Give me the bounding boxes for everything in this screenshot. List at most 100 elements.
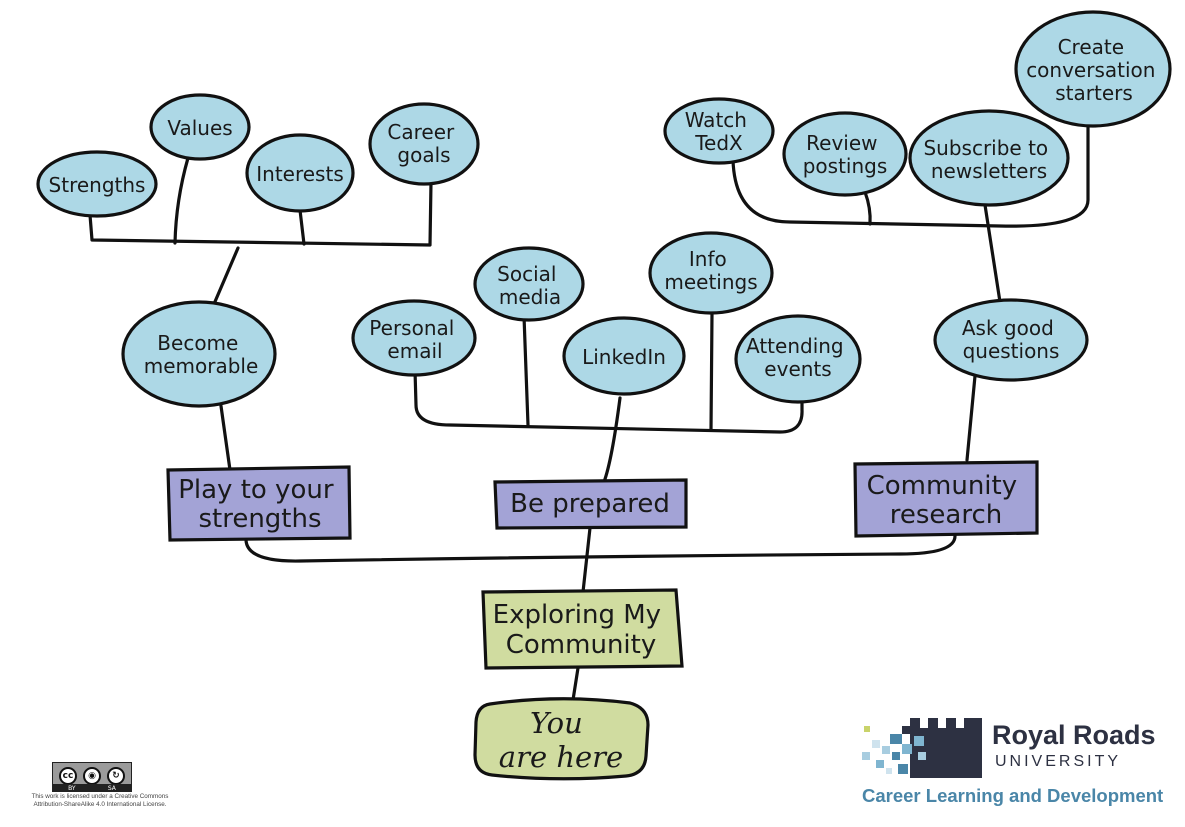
node-strengths: Strengths: [36, 150, 158, 218]
node-label: Review postings: [803, 131, 888, 178]
node-label: Subscribe to newsletters: [923, 136, 1054, 183]
node-label: Interests: [256, 162, 344, 186]
connector-memorable-hub: [212, 246, 240, 306]
node-label: Become memorable: [144, 331, 259, 378]
node-label: Social media: [497, 262, 563, 309]
logo-name: Royal Roads: [992, 720, 1156, 750]
branch-line: Be prepared: [510, 489, 670, 519]
node-line: memorable: [144, 354, 259, 378]
node-career-goals: Career goals: [368, 102, 480, 186]
node-label: Values: [167, 116, 232, 140]
node-line: postings: [803, 154, 888, 178]
diagram-nodes: You are here Exploring My Community Play…: [36, 10, 1172, 781]
node-personal-email: Personal email: [351, 299, 477, 377]
branch-line: strengths: [198, 504, 321, 534]
connector-interests: [298, 208, 306, 246]
branch-label: Play to your strengths: [178, 475, 342, 534]
connector-center-hub: [581, 526, 592, 594]
license-text: This work is licensed under a Creative C…: [31, 793, 169, 808]
connector-play-leaves-bar: [88, 180, 433, 247]
logo-department: Career Learning and Development: [862, 785, 1164, 806]
node-line: Career: [387, 120, 455, 144]
node-ask-good-questions: Ask good questions: [933, 298, 1089, 382]
node-label: Create conversation starters: [1026, 35, 1162, 105]
branch-line: Play to your: [178, 475, 334, 505]
root-label: You are here: [499, 706, 623, 774]
connector-prepared-leaves-bar: [413, 368, 804, 434]
node-interests: Interests: [245, 133, 355, 213]
node-subscribe-to-newsletters: Subscribe to newsletters: [908, 109, 1070, 207]
branch-line: research: [890, 500, 1002, 530]
node-label: LinkedIn: [582, 345, 666, 369]
node-line: starters: [1055, 81, 1133, 105]
branch-label: Be prepared: [510, 489, 670, 519]
node-label: Strengths: [49, 173, 146, 197]
node-create-conversation-starters: Create conversation starters: [1014, 10, 1172, 128]
branch-line: Community: [867, 471, 1017, 501]
node-line: Info: [689, 247, 727, 271]
node-attending-events: Attending events: [734, 314, 862, 404]
node-label: Watch TedX: [685, 108, 754, 155]
node-line: events: [764, 357, 831, 381]
node-label: Career goals: [387, 120, 460, 167]
connector-prepared-linkedin: [602, 396, 622, 484]
node-line: TedX: [694, 131, 743, 155]
node-line: email: [387, 339, 442, 363]
root-line: You: [530, 706, 583, 740]
connector-info-meetings: [709, 312, 714, 432]
root-you-are-here: You are here: [473, 697, 650, 781]
node-line: Social: [497, 262, 556, 286]
connector-branches-bar: [244, 534, 957, 563]
node-label: Ask good questions: [962, 316, 1060, 363]
cc-term-by: BY: [68, 784, 76, 792]
center-exploring-my-community: Exploring My Community: [481, 588, 684, 670]
node-label: Info meetings: [664, 247, 757, 294]
cc-term-sa: SA: [107, 784, 116, 792]
root-line: are here: [499, 740, 623, 774]
royal-roads-logo-mark: [862, 718, 982, 778]
node-line: Watch: [685, 108, 747, 132]
node-label: Attending events: [746, 334, 850, 381]
node-line: Create: [1058, 35, 1124, 59]
branch-be-prepared: Be prepared: [493, 478, 688, 530]
node-values: Values: [149, 93, 251, 161]
cc-badge-terms: BY SA: [52, 784, 132, 792]
connector-social-media: [522, 314, 530, 427]
node-line: Attending: [746, 334, 844, 358]
branch-label: Community research: [867, 471, 1026, 530]
node-line: newsletters: [931, 159, 1047, 183]
node-line: Become: [157, 331, 238, 355]
node-line: Values: [167, 116, 232, 140]
connector-questions-hub: [983, 203, 1002, 304]
cc-icon: cc: [59, 767, 77, 785]
node-line: media: [499, 285, 561, 309]
node-label: Personal email: [369, 316, 460, 363]
branch-community-research: Community research: [853, 460, 1039, 538]
node-line: Interests: [256, 162, 344, 186]
connector-values: [173, 156, 190, 245]
node-watch-tedx: Watch TedX: [663, 97, 775, 165]
node-line: LinkedIn: [582, 345, 666, 369]
center-label: Exploring My Community: [493, 600, 670, 660]
connector-postings: [863, 190, 872, 226]
node-line: conversation: [1026, 58, 1155, 82]
center-line: Exploring My: [493, 600, 661, 630]
node-become-memorable: Become memorable: [121, 300, 277, 408]
connector-root-center: [571, 666, 580, 702]
attribution-icon: ◉: [83, 767, 101, 785]
branch-play-to-your-strengths: Play to your strengths: [166, 465, 352, 542]
connector-play-memorable: [219, 404, 232, 472]
connector-research-questions: [965, 374, 977, 462]
connector-research-leaves-bar: [731, 116, 1090, 228]
node-social-media: Social media: [473, 246, 585, 322]
share-alike-icon: ↻: [107, 767, 125, 785]
logo-subtitle: UNIVERSITY: [995, 753, 1122, 770]
connectors: [88, 116, 1090, 702]
node-review-postings: Review postings: [782, 111, 908, 197]
node-line: Personal: [369, 316, 454, 340]
node-line: Review: [806, 131, 877, 155]
node-line: Subscribe to: [923, 136, 1048, 160]
node-line: Ask good: [962, 316, 1054, 340]
node-info-meetings: Info meetings: [648, 231, 774, 315]
